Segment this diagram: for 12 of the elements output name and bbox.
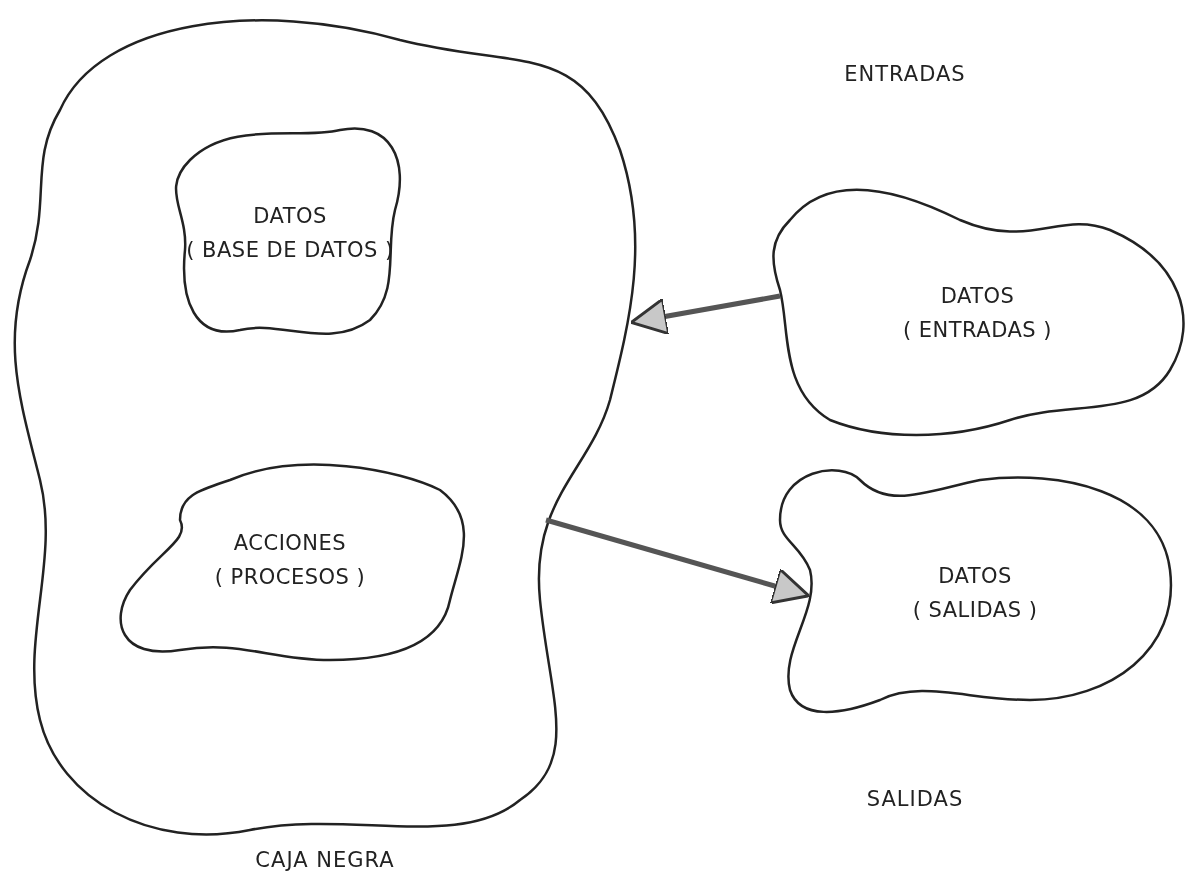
- arrow: [629, 293, 781, 336]
- arrow: [545, 517, 811, 605]
- text-label: CAJA NEGRA: [255, 848, 395, 872]
- node-label: ( PROCESOS ): [214, 565, 366, 589]
- node-label: DATOS: [938, 563, 1012, 588]
- node-label: ( SALIDAS ): [912, 597, 1038, 622]
- node-label: ACCIONES: [233, 531, 347, 555]
- node-label: DATOS: [940, 283, 1015, 308]
- node-label: DATOS: [253, 203, 327, 228]
- node-label: ( ENTRADAS ): [902, 317, 1053, 342]
- text-label: ENTRADAS: [844, 62, 966, 86]
- text-label: SALIDAS: [866, 787, 964, 811]
